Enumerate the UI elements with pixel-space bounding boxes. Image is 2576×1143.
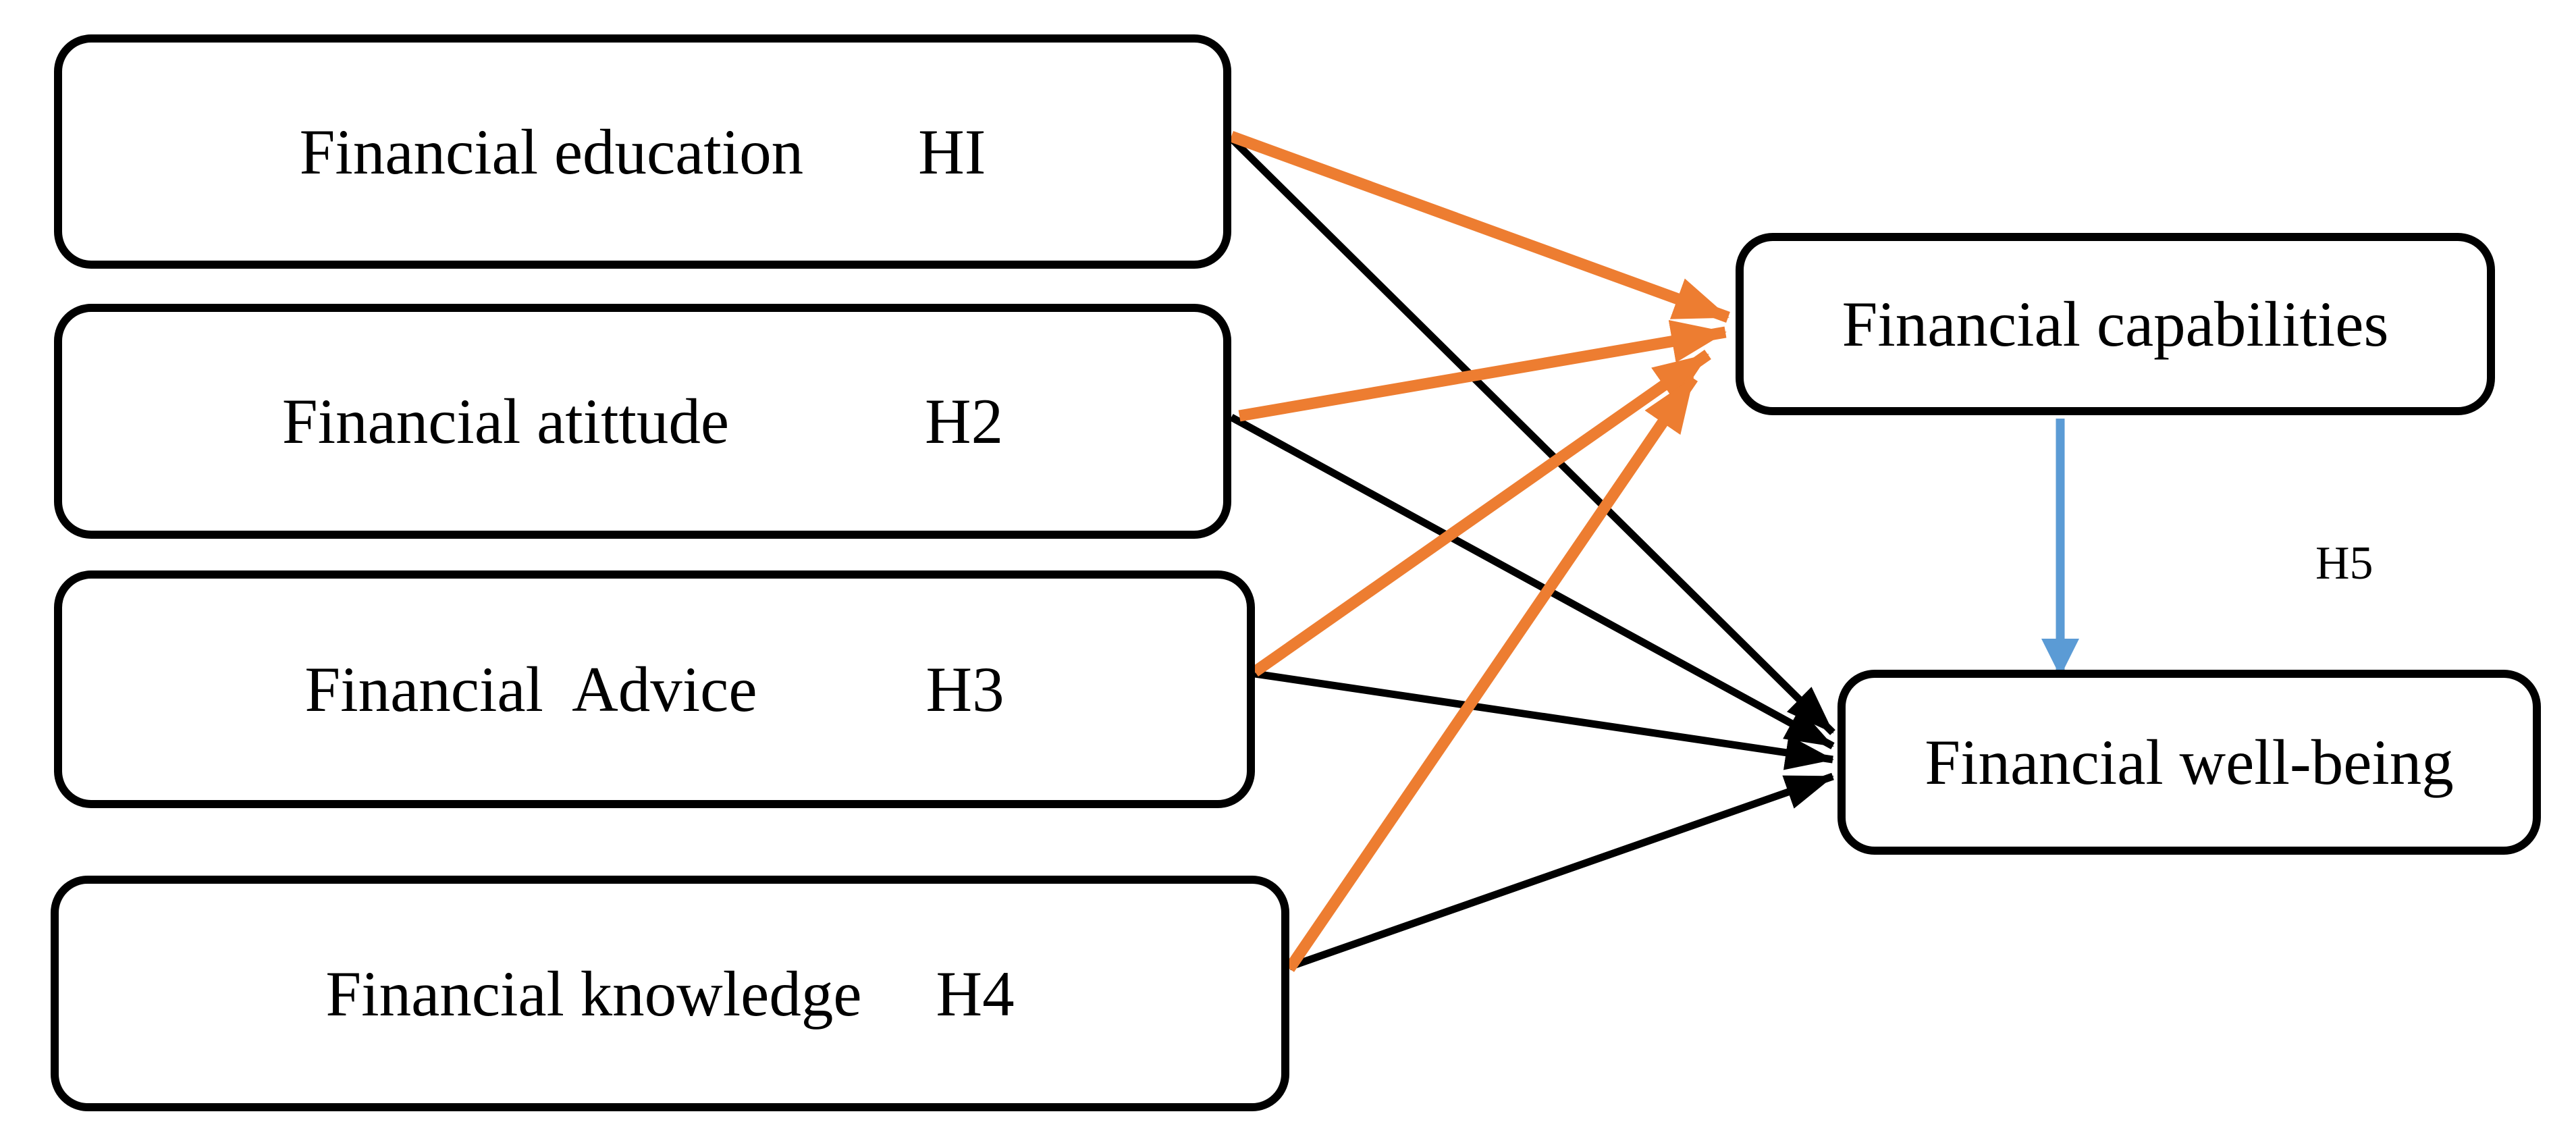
hypothesis-code-h3: H3 xyxy=(925,654,1004,725)
box-financial-advice-label: Financial Advice xyxy=(304,654,757,725)
box-financial-capabilities-label: Financial capabilities xyxy=(1842,288,2389,360)
box-financial-wellbeing-label: Financial well-being xyxy=(1925,726,2454,798)
box-financial-advice: Financial Advice H3 xyxy=(54,570,1255,808)
arrow-black-knowledge-wellbeing xyxy=(1288,772,1834,971)
arrow-orange-advice-capabilities xyxy=(1252,350,1711,676)
arrow-orange-attitude-capabilities xyxy=(1238,320,1727,422)
box-financial-attitude: Financial atittude H2 xyxy=(54,304,1231,539)
box-financial-education-label: Financial education xyxy=(299,115,804,188)
hypothesis-code-h2: H2 xyxy=(925,386,1004,457)
arrow-black-education-wellbeing xyxy=(1229,136,1835,735)
box-financial-wellbeing: Financial well-being xyxy=(1837,670,2541,855)
arrow-black-attitude-wellbeing xyxy=(1229,414,1835,749)
box-financial-education: Financial education HI xyxy=(54,34,1231,269)
box-financial-knowledge-label: Financial knowledge xyxy=(325,957,862,1030)
hypothesis-code-h5: H5 xyxy=(2315,537,2373,589)
arrow-orange-education-capabilities xyxy=(1229,131,1730,323)
box-financial-capabilities: Financial capabilities xyxy=(1736,233,2495,415)
box-financial-attitude-label: Financial atittude xyxy=(281,386,730,457)
hypothesis-code-h1: HI xyxy=(918,115,986,188)
arrow-black-advice-wellbeing xyxy=(1254,670,1834,770)
hypothesis-code-h4: H4 xyxy=(936,957,1015,1030)
arrow-orange-knowledge-capabilities xyxy=(1284,375,1698,972)
box-financial-knowledge: Financial knowledge H4 xyxy=(51,876,1289,1111)
